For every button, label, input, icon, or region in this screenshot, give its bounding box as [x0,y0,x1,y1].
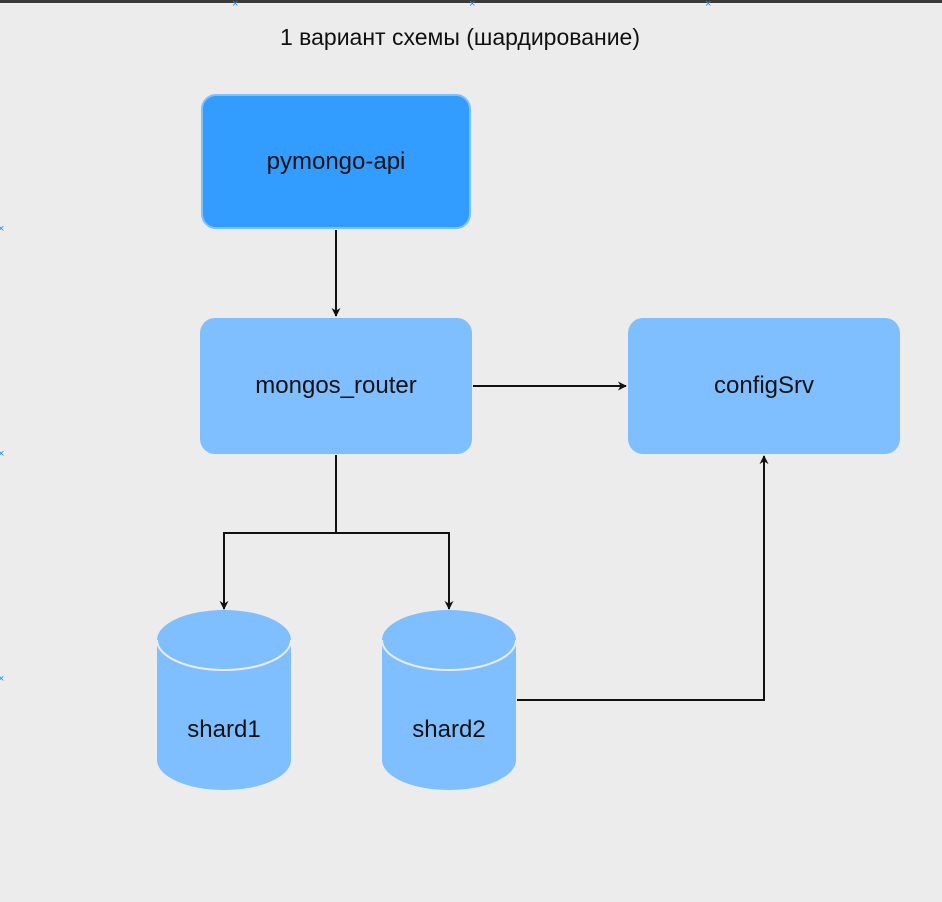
anchor-marker-icon: × [0,448,5,460]
node-mongos-router[interactable]: mongos_router [200,318,472,454]
top-ruler [0,0,942,3]
shard1-label: shard1 [187,716,261,743]
anchor-marker-icon: × [0,673,5,685]
anchor-marker-icon: × [705,0,712,10]
anchor-marker-icon: × [469,0,476,10]
anchor-marker-icon: × [232,0,239,10]
node-mongos-router-label: mongos_router [255,372,417,399]
node-pymongo-api-label: pymongo-api [266,147,406,175]
node-config-srv[interactable]: configSrv [628,318,900,454]
shard2-label: shard2 [412,716,486,743]
node-pymongo-api[interactable]: pymongo-api [201,94,471,229]
anchor-marker-icon: × [0,223,5,235]
shard1-cylinder[interactable] [156,610,292,790]
node-config-srv-label: configSrv [713,372,815,399]
edge-router-to-shard1[interactable] [219,455,337,610]
edge-router-to-shard2[interactable] [336,532,454,610]
edge-shard2-to-config[interactable] [517,455,769,701]
shard2-cylinder[interactable] [381,610,517,790]
diagram-title: 1 вариант схемы (шардирование) [279,24,641,50]
